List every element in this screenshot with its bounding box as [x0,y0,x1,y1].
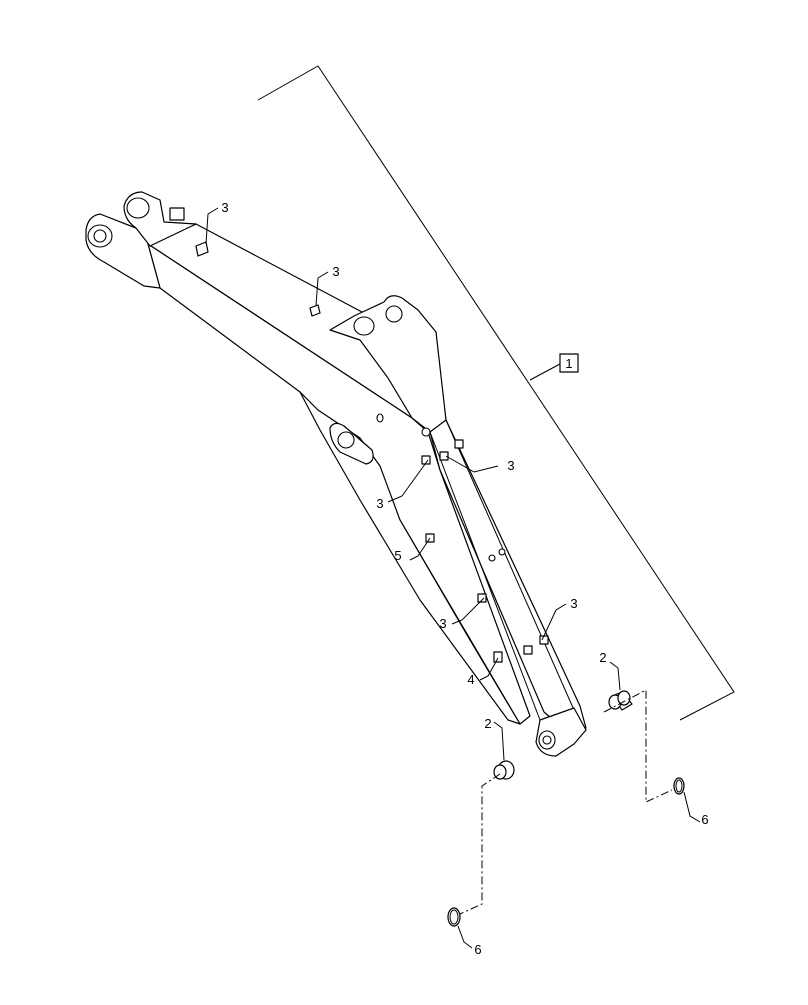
grease-fitting [421,427,431,437]
callout-3-plug-left: 3 [376,496,383,511]
callout-4: 4 [467,672,474,687]
callout-3-plug-lower: 3 [439,616,446,631]
callout-5: 5 [394,548,401,563]
grease-boss-top [195,241,209,257]
mid-pin-hole [353,316,375,336]
callout-3-top-boss: 3 [332,264,339,279]
callout-1-box [559,353,579,373]
grease-fitting [376,413,384,423]
callout-3-plugs-right: 3 [507,458,514,473]
plug [439,451,449,461]
plug [523,645,533,655]
mount-hole [488,554,496,562]
front-pin-hole-inner [542,735,552,745]
grease-boss-top-2 [309,304,321,317]
rear-pin-hole-inner [93,229,107,243]
leader-lines [205,207,701,949]
bushing-right [608,690,633,711]
arm-beam-edge [429,431,541,721]
snap-ring-left [447,907,461,927]
centerline-right [603,689,673,803]
plug [454,439,464,449]
arm-assembly [85,191,587,757]
centerline-left [459,773,501,915]
callout-1: 1 [565,356,572,371]
rear-upper-pin-hole [126,197,150,219]
mount-hole [498,548,506,556]
assembly-bracket [257,65,735,721]
rear-lug [169,207,185,221]
wear-pad [493,651,503,663]
mid-pin-hole-2 [385,305,403,323]
plug [421,455,431,465]
leader-1 [529,363,561,381]
plug [539,635,549,645]
callout-3-rear-boss: 3 [221,200,228,215]
callout-2-left: 2 [484,716,491,731]
callout-3-plug-front: 3 [570,596,577,611]
snap-ring-right [673,777,685,795]
plug [477,593,487,603]
callout-6-left: 6 [474,942,481,957]
callout-2-right: 2 [599,650,606,665]
side-pin-hole [337,431,355,449]
callout-6-right: 6 [701,812,708,827]
